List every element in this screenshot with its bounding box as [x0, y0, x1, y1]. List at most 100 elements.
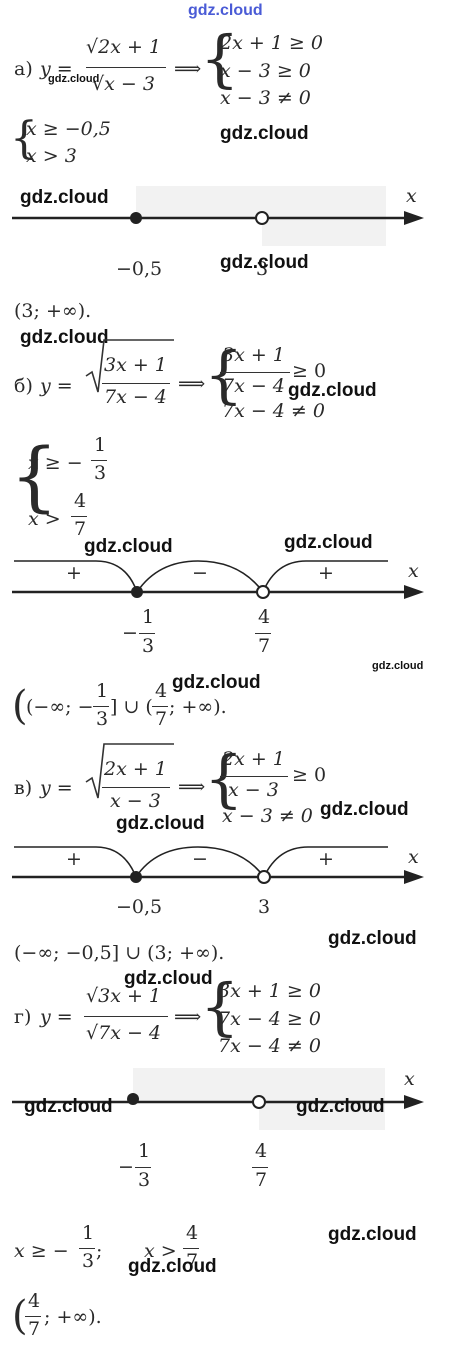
shaded-region [262, 218, 386, 246]
inequality: x ≥ − [14, 1240, 69, 1262]
point-label: −0,5 [116, 896, 163, 918]
watermark: gdz.cloud [172, 672, 261, 693]
sign-label: − [192, 848, 208, 870]
fraction-denominator: √x − 3 [92, 73, 155, 95]
separator: ; [96, 1240, 103, 1262]
system-line: 7x − 4 ≠ 0 [222, 400, 325, 422]
fraction-bar [139, 633, 155, 634]
watermark: gdz.cloud [84, 536, 173, 557]
fraction-bar [183, 1248, 199, 1249]
open-point [255, 211, 269, 225]
watermark: gdz.cloud [124, 968, 213, 989]
axis-label: x [408, 846, 419, 868]
frac-den: 3 [138, 1169, 151, 1191]
answer-part: ; +∞). [169, 696, 227, 718]
inequality: x > [144, 1240, 177, 1262]
sign-chart [12, 560, 424, 599]
system-line: x > 3 [26, 145, 77, 167]
frac-num: 1 [94, 434, 107, 456]
function-lhs: y = [40, 1006, 73, 1028]
frac-den: 7 [155, 708, 168, 730]
point-label: −0,5 [116, 258, 163, 280]
fraction-numerator: 3x + 1 [104, 354, 167, 376]
fraction-bar [102, 383, 170, 384]
fraction-bar [255, 633, 271, 634]
answer-part: ; +∞). [44, 1306, 102, 1328]
sign-chart [12, 846, 424, 884]
system-brace: { [10, 431, 59, 520]
inequality: x ≥ − [28, 452, 83, 474]
function-lhs: y = [40, 58, 73, 80]
inequality: x > [28, 508, 61, 530]
part-label: б) [14, 375, 33, 397]
system-relation: ≥ 0 [292, 360, 327, 382]
part-label: г) [14, 1006, 32, 1028]
implies-arrow: ⟹ [178, 776, 206, 798]
sign-label: − [192, 562, 208, 584]
fraction-bar [135, 1167, 151, 1168]
sign-label: + [318, 848, 334, 870]
fraction-denominator: √7x − 4 [86, 1022, 161, 1044]
frac-num: 1 [96, 680, 109, 702]
system-line: 3x + 1 ≥ 0 [218, 980, 321, 1002]
answer: (−∞; −0,5] ∪ (3; +∞). [14, 942, 225, 964]
point-label: 3 [256, 258, 269, 280]
frac-num: 4 [255, 1140, 268, 1162]
fraction-denominator: 7x − 4 [104, 386, 167, 408]
open-point [256, 585, 270, 599]
frac-num: 4 [258, 606, 271, 628]
system-line: x − 3 ≠ 0 [220, 87, 311, 109]
system-brace: { [204, 742, 244, 815]
fraction-bar [220, 372, 290, 373]
watermark: gdz.cloud [328, 928, 417, 949]
paren-open: ( [12, 683, 28, 729]
watermark: gdz.cloud [220, 252, 309, 273]
watermark: gdz.cloud [188, 2, 263, 19]
watermark: gdz.cloud [48, 73, 100, 85]
axis-label: x [406, 185, 417, 207]
frac-den: 7 [255, 1169, 268, 1191]
open-point [257, 870, 271, 884]
system-fraction-denominator: x − 3 [228, 779, 279, 801]
part-label: в) [14, 777, 33, 799]
implies-arrow: ⟹ [174, 58, 202, 80]
fraction-numerator: 2x + 1 [104, 758, 167, 780]
fraction-bar [91, 460, 107, 461]
frac-num: 4 [155, 680, 168, 702]
frac-den: 7 [74, 518, 87, 540]
fraction-numerator: √3x + 1 [86, 985, 161, 1007]
watermark: gdz.cloud [320, 799, 409, 820]
number-line [12, 1068, 424, 1130]
fraction-bar [252, 1167, 268, 1168]
frac-den: 3 [96, 708, 109, 730]
frac-num: 4 [74, 490, 87, 512]
function-lhs: y = [40, 375, 73, 397]
system-line: x − 3 ≥ 0 [220, 60, 311, 82]
axis-label: x [408, 560, 419, 582]
system-line: x ≥ −0,5 [26, 118, 111, 140]
fraction-denominator: x − 3 [110, 790, 161, 812]
shaded-region [259, 1102, 385, 1130]
system-line: x − 3 ≠ 0 [222, 805, 313, 827]
axis-arrow [404, 870, 424, 884]
watermark: gdz.cloud [372, 660, 424, 672]
watermark: gdz.cloud [24, 1096, 113, 1117]
fraction-numerator: √2x + 1 [86, 36, 161, 58]
system-line: 7x − 4 ≥ 0 [218, 1008, 321, 1030]
system-relation: ≥ 0 [292, 764, 327, 786]
sign-label: + [318, 562, 334, 584]
watermark: gdz.cloud [220, 123, 309, 144]
fraction-bar [79, 1248, 95, 1249]
point-label: 3 [258, 896, 271, 918]
frac-den: 3 [142, 635, 155, 657]
watermark: gdz.cloud [284, 532, 373, 553]
point-sign: − [118, 1156, 134, 1178]
fraction-bar [152, 706, 168, 707]
closed-point [130, 212, 142, 224]
fraction-bar [220, 776, 288, 777]
fraction-bar [84, 1016, 168, 1017]
frac-num: 1 [82, 1222, 95, 1244]
system-brace: { [200, 22, 240, 95]
fraction-bar [71, 516, 87, 517]
system-line: 2x + 1 ≥ 0 [220, 32, 323, 54]
